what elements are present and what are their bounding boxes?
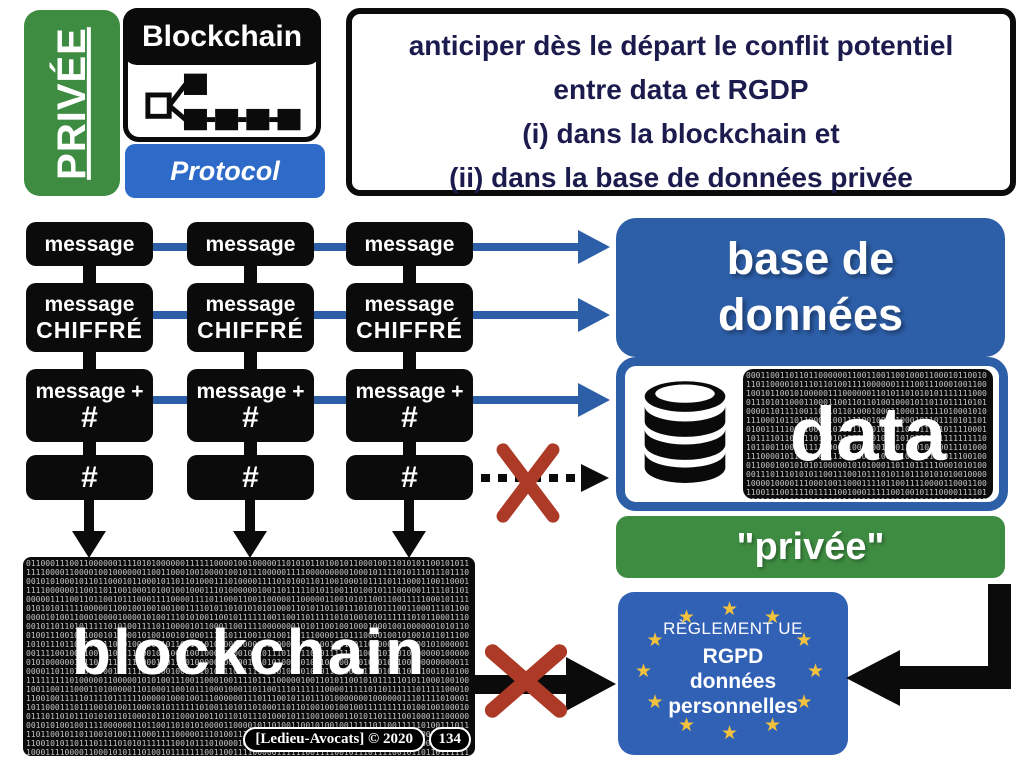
stub bbox=[83, 439, 96, 458]
connector-row1 bbox=[89, 243, 581, 251]
blocked-arrowhead bbox=[566, 657, 616, 711]
eu-star-icon: ★ bbox=[678, 607, 696, 629]
eu-star-icon: ★ bbox=[795, 692, 813, 713]
eu-star-icon: ★ bbox=[721, 723, 739, 744]
arrowhead-row1 bbox=[578, 230, 610, 264]
eu-rgpd-text: RÈGLEMENT UE RGPD données personnelles bbox=[618, 592, 848, 755]
stub bbox=[403, 263, 416, 286]
eu-star-icon: ★ bbox=[635, 661, 653, 682]
eu-star-icon: ★ bbox=[646, 630, 664, 651]
elbow-arrowhead bbox=[846, 650, 900, 706]
protocol-label: Protocol bbox=[170, 155, 280, 186]
connector-row2 bbox=[89, 311, 581, 319]
down-arrow bbox=[404, 497, 414, 531]
stub bbox=[83, 263, 96, 286]
database-box: base de données bbox=[616, 218, 1005, 357]
stub bbox=[83, 349, 96, 372]
red-x-icon bbox=[481, 641, 571, 721]
notice-line-1: anticiper dès le départ le conflit poten… bbox=[408, 30, 954, 61]
eu-star-icon: ★ bbox=[678, 714, 696, 736]
page-number-badge: 134 bbox=[428, 727, 471, 752]
private-banner-label: PRIVÉE bbox=[49, 26, 94, 180]
binary-texture: 0110001110011000000111101010000001111110… bbox=[26, 559, 470, 756]
eu-star-icon: ★ bbox=[795, 630, 813, 651]
blockchain-title: Blockchain bbox=[141, 19, 303, 53]
binary-texture: 0001100110110110000001100110011001000110… bbox=[746, 371, 987, 499]
privee-label: "privée" bbox=[736, 525, 885, 568]
message-box: message bbox=[26, 222, 153, 266]
eu-star-icon: ★ bbox=[807, 661, 825, 682]
eu-star-icon: ★ bbox=[764, 714, 782, 736]
notice-line-2: entre data et RGDP bbox=[553, 74, 809, 105]
blockchain-ledger-box: 0110001110011000000111101010000001111110… bbox=[23, 557, 475, 756]
stub bbox=[403, 439, 416, 458]
credit-badge: [Ledieu-Avocats] © 2020 bbox=[243, 727, 425, 752]
message-hash-box: message + # bbox=[187, 369, 314, 442]
blockchain-chain-icon bbox=[145, 73, 301, 131]
notice-line-4: (ii) dans la base de données privée bbox=[449, 162, 913, 193]
data-label: data bbox=[789, 391, 947, 477]
data-panel: 0001100110110110000001100110011001000110… bbox=[616, 357, 1008, 511]
dotted-arrowhead bbox=[581, 464, 609, 492]
data-binary-box: 0001100110110110000001100110011001000110… bbox=[743, 369, 993, 499]
database-label-line2: données bbox=[717, 289, 904, 340]
eu-line-reglement: RÈGLEMENT UE bbox=[663, 619, 803, 638]
blockchain-title-box: Blockchain bbox=[123, 8, 321, 65]
down-arrowhead bbox=[233, 531, 267, 558]
red-x-icon bbox=[493, 440, 563, 526]
arrowhead-row3 bbox=[578, 383, 610, 417]
message-hash-box: message + # bbox=[346, 369, 473, 442]
stub bbox=[244, 263, 257, 286]
blockchain-label: blockchain bbox=[71, 615, 427, 688]
hash-box: # bbox=[346, 455, 473, 500]
eu-star-icon: ★ bbox=[764, 607, 782, 629]
eu-line-donnees: données bbox=[689, 670, 777, 693]
stub bbox=[244, 349, 257, 372]
stub bbox=[403, 349, 416, 372]
encrypted-message-box: message CHIFFRÉ bbox=[26, 283, 153, 352]
down-arrow bbox=[84, 497, 94, 531]
notice-line-3: (i) dans la blockchain et bbox=[522, 118, 840, 149]
hash-box: # bbox=[187, 455, 314, 500]
stub bbox=[244, 439, 257, 458]
eu-line-rgpd: RGPD bbox=[702, 645, 764, 668]
hash-box: # bbox=[26, 455, 153, 500]
arrowhead-row2 bbox=[578, 298, 610, 332]
elbow-arrow-horizontal bbox=[898, 666, 1011, 689]
notice-box: anticiper dès le départ le conflit poten… bbox=[346, 8, 1016, 196]
down-arrow bbox=[245, 497, 255, 531]
message-hash-box: message + # bbox=[26, 369, 153, 442]
private-banner: PRIVÉE bbox=[24, 10, 120, 196]
eu-star-icon: ★ bbox=[646, 692, 664, 713]
eu-star-icon: ★ bbox=[721, 599, 739, 620]
message-box: message bbox=[346, 222, 473, 266]
message-box: message bbox=[187, 222, 314, 266]
database-label-line1: base de bbox=[726, 233, 895, 284]
elbow-arrow-vertical bbox=[988, 584, 1011, 685]
encrypted-message-box: message CHIFFRÉ bbox=[187, 283, 314, 352]
database-icon bbox=[644, 381, 726, 483]
protocol-box: Protocol bbox=[125, 144, 325, 198]
down-arrowhead bbox=[72, 531, 106, 558]
down-arrowhead bbox=[392, 531, 426, 558]
encrypted-message-box: message CHIFFRÉ bbox=[346, 283, 473, 352]
eu-rgpd-box: RÈGLEMENT UE RGPD données personnelles ★… bbox=[618, 592, 848, 755]
connector-row3 bbox=[89, 396, 581, 404]
privee-box: "privée" bbox=[616, 516, 1005, 578]
eu-line-personnelles: personnelles bbox=[668, 695, 798, 718]
